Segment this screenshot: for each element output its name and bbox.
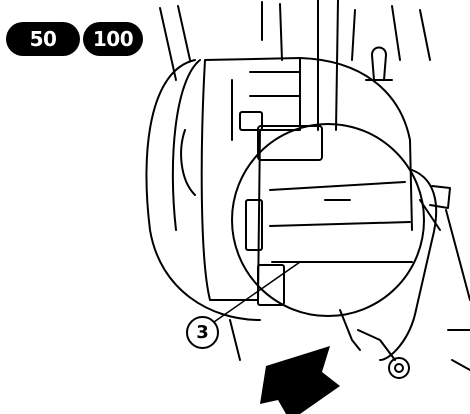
- bracket-arm: [357, 329, 396, 361]
- hose-bracket: [379, 169, 438, 361]
- bracket-bolt: [388, 357, 410, 379]
- inspection-circle: [231, 123, 425, 317]
- wheel-hub: [171, 59, 201, 231]
- fork-line: [159, 7, 177, 81]
- caliper-body: [200, 57, 301, 301]
- model-badge-100: 100: [83, 22, 143, 56]
- lower-line: [229, 319, 241, 361]
- hose-bracket: [419, 199, 441, 231]
- caliper-bolt: [257, 264, 285, 306]
- model-badge-50: 50: [6, 22, 80, 56]
- hose-bracket: [445, 209, 470, 301]
- leader-line: [213, 261, 301, 323]
- brake-pad: [269, 221, 411, 227]
- model-badge-label: 50: [6, 22, 80, 56]
- lower-line: [339, 309, 361, 351]
- model-badge-label: 100: [83, 22, 143, 56]
- brake-pad: [269, 181, 406, 191]
- wheel-hub: [145, 59, 261, 321]
- part-callout-3: 3: [186, 316, 219, 349]
- fork-line: [335, 0, 339, 131]
- caliper-bolt: [257, 125, 323, 161]
- direction-arrow: [260, 346, 340, 414]
- caliper-body: [299, 57, 413, 231]
- caliper-bolt: [239, 111, 263, 131]
- bleeder-valve: [371, 46, 387, 81]
- fork-line: [419, 9, 431, 61]
- fork-line: [177, 5, 191, 61]
- lower-line: [451, 359, 470, 371]
- fork-line: [279, 3, 283, 61]
- bracket-bolt: [394, 363, 404, 373]
- hose-bracket: [429, 185, 451, 209]
- caliper-bolt: [245, 199, 263, 251]
- fork-line: [391, 5, 401, 61]
- fork-line: [351, 9, 356, 61]
- hub-boss: [180, 129, 196, 196]
